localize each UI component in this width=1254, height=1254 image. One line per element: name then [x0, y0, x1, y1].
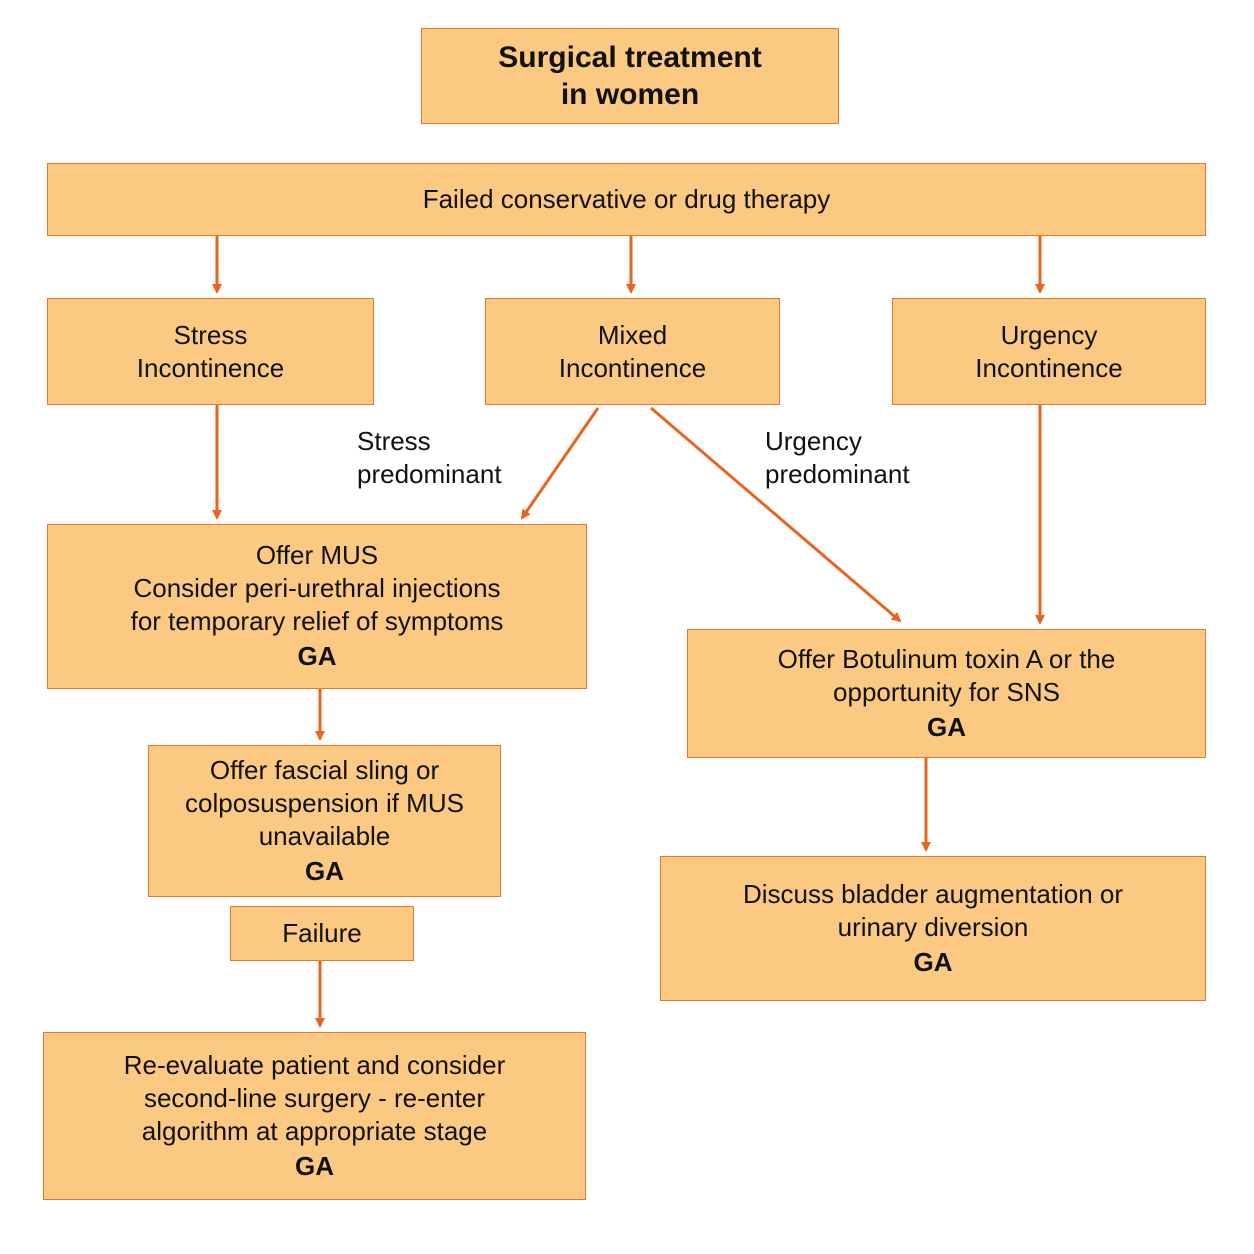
arrow-mixed-to-botox [650, 406, 902, 623]
failure-text: Failure [282, 918, 362, 948]
stress-pred-line-1: Stress [357, 426, 431, 456]
fascial-line-1: Offer fascial sling or [209, 754, 440, 785]
arrow-mixed-to-mus [520, 407, 600, 520]
failure-box: Failure [230, 906, 414, 961]
botox-line-1: Offer Botulinum toxin A or the [777, 643, 1116, 674]
urgency-line-1: Urgency [1000, 319, 1098, 350]
title-box: Surgical treatment in women [421, 28, 839, 124]
reevaluate-ga-label: GA [295, 1150, 334, 1181]
urgency-line-2: Incontinence [975, 352, 1123, 383]
urgency-incontinence-box: Urgency Incontinence [892, 298, 1206, 405]
bladder-line-1: Discuss bladder augmentation or [742, 878, 1124, 909]
mus-line-1: Offer MUS [255, 540, 379, 570]
reevaluate-line-2: second-line surgery - re-enter [143, 1082, 486, 1113]
urgency-predominant-label: Urgency predominant [765, 425, 910, 491]
stress-incontinence-box: Stress Incontinence [47, 298, 374, 405]
mus-line-3: for temporary relief of symptoms [130, 606, 504, 636]
bladder-line-2: urinary diversion [837, 911, 1029, 942]
fascial-ga-label: GA [305, 855, 344, 886]
failed-therapy-text: Failed conservative or drug therapy [422, 184, 831, 214]
offer-mus-box: Offer MUS Consider peri-urethral injecti… [47, 524, 587, 689]
failed-therapy-box: Failed conservative or drug therapy [47, 163, 1206, 236]
mus-ga-label: GA [297, 641, 337, 671]
urgency-pred-line-2: predominant [765, 459, 910, 489]
offer-botulinum-box: Offer Botulinum toxin A or the opportuni… [687, 629, 1206, 758]
stress-predominant-label: Stress predominant [357, 425, 502, 491]
bladder-ga-label: GA [913, 946, 953, 977]
urgency-pred-line-1: Urgency [765, 426, 862, 456]
botox-ga-label: GA [927, 711, 966, 742]
bladder-augmentation-box: Discuss bladder augmentation or urinary … [660, 856, 1206, 1001]
reevaluate-line-3: algorithm at appropriate stage [141, 1115, 488, 1146]
title-line-2: in women [560, 78, 700, 111]
mus-line-2: Consider peri-urethral injections [133, 573, 501, 603]
fascial-line-3: unavailable [258, 820, 391, 851]
stress-line-1: Stress [173, 319, 248, 350]
mixed-line-2: Incontinence [558, 352, 707, 383]
title-line-1: Surgical treatment [498, 41, 762, 74]
botox-line-2: opportunity for SNS [833, 676, 1060, 707]
stress-pred-line-2: predominant [357, 459, 502, 489]
reevaluate-box: Re-evaluate patient and consider second-… [43, 1032, 586, 1200]
mixed-incontinence-box: Mixed Incontinence [485, 298, 780, 405]
reevaluate-line-1: Re-evaluate patient and consider [123, 1049, 506, 1080]
mixed-line-1: Mixed [597, 319, 668, 350]
fascial-sling-box: Offer fascial sling or colposuspension i… [148, 745, 501, 897]
fascial-line-2: colposuspension if MUS [185, 787, 464, 818]
stress-line-2: Incontinence [136, 352, 285, 383]
